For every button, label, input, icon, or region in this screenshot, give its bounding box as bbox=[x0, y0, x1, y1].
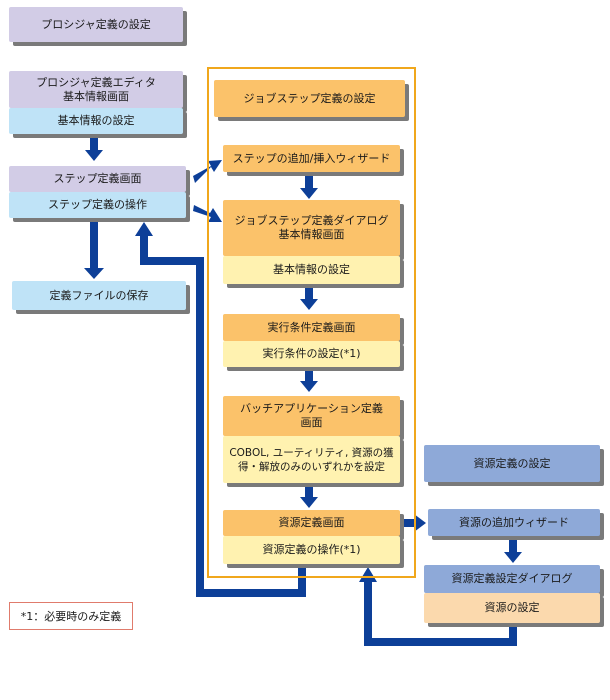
arrow-wizard-to-dialog-right bbox=[504, 537, 522, 563]
step-definition-operation: ステップ定義の操作 bbox=[9, 192, 186, 218]
footnote: *1：必要時のみ定義 bbox=[9, 602, 133, 630]
resource-setting-dialog: 資源定義設定ダイアログ bbox=[424, 565, 600, 593]
step-definition-screen: ステップ定義画面 bbox=[9, 166, 186, 192]
arrow-basic-to-step bbox=[85, 137, 103, 161]
arrow-exec-to-batch bbox=[300, 368, 318, 392]
return-loop-arrowhead-resource bbox=[359, 567, 377, 582]
resource-add-wizard: 資源の追加ウィザード bbox=[428, 509, 600, 536]
jobstep-definition-dialog: ジョブステップ定義ダイアログ 基本情報画面 bbox=[223, 200, 400, 256]
arrow-basic-to-exec bbox=[300, 286, 318, 310]
arrow-wizard-to-dialog bbox=[300, 174, 318, 199]
return-loop-arrowhead-step bbox=[135, 222, 153, 236]
resource-definition-operation: 資源定義の操作(*1) bbox=[223, 536, 400, 564]
resource-definition-title: 資源定義の設定 bbox=[424, 445, 600, 482]
return-loop-to-step bbox=[140, 232, 306, 597]
execution-condition-setting: 実行条件の設定(*1) bbox=[223, 341, 400, 367]
center-basic-info-setting: 基本情報の設定 bbox=[223, 256, 400, 284]
procedure-editor-screen: プロシジャ定義エディタ 基本情報画面 bbox=[9, 71, 183, 108]
resource-setting: 資源の設定 bbox=[424, 593, 600, 623]
arrow-step-to-wizard bbox=[193, 160, 222, 183]
batch-application-setting: COBOL, ユーティリティ, 資源の獲 得・解放のみのいずれかを設定 bbox=[223, 436, 400, 483]
arrow-step-to-save bbox=[84, 220, 104, 279]
arrow-batch-to-resource bbox=[300, 485, 318, 508]
procedure-definition-title: プロシジャ定義の設定 bbox=[9, 7, 183, 42]
jobstep-definition-title: ジョブステップ定義の設定 bbox=[214, 80, 405, 117]
jobstep-group-frame bbox=[207, 67, 416, 578]
save-definition-file: 定義ファイルの保存 bbox=[12, 281, 186, 310]
left-basic-info-setting: 基本情報の設定 bbox=[9, 108, 183, 134]
step-add-insert-wizard: ステップの追加/挿入ウィザード bbox=[223, 145, 400, 172]
resource-definition-screen: 資源定義画面 bbox=[223, 510, 400, 536]
execution-condition-screen: 実行条件定義画面 bbox=[223, 314, 400, 341]
batch-application-screen: バッチアプリケーション定義 画面 bbox=[223, 396, 400, 436]
return-loop-to-resource-op bbox=[364, 578, 517, 646]
